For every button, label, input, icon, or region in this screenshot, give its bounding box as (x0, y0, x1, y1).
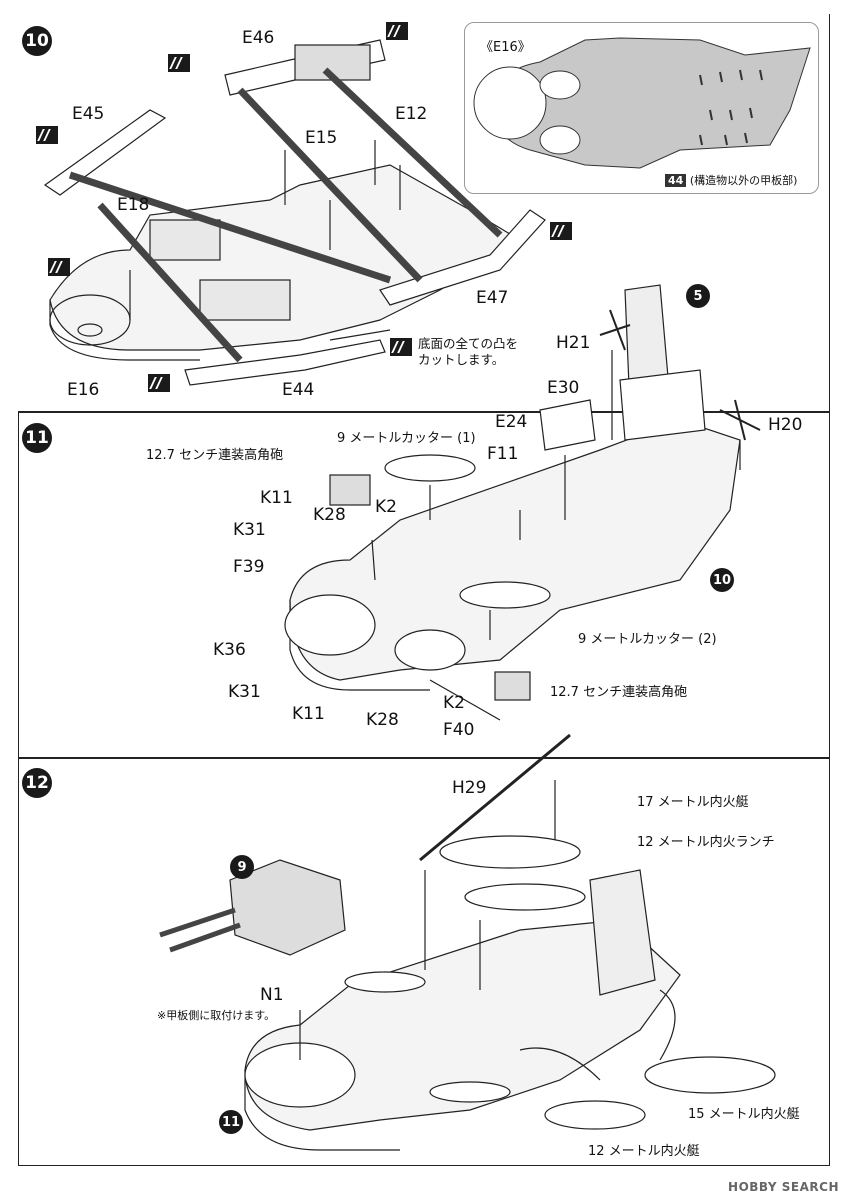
cut-icon (36, 126, 58, 144)
label-k28-a: K28 (313, 505, 346, 525)
label-k31-a: K31 (233, 520, 266, 540)
cut-icon (550, 222, 572, 240)
step-10-diagram (43, 39, 546, 386)
label-e44: E44 (282, 380, 315, 400)
label-k11-b: K11 (292, 704, 325, 724)
label-aa-gun-top: 12.7 センチ連装高角砲 (146, 448, 284, 463)
label-f39: F39 (233, 557, 265, 577)
label-e30: E30 (547, 378, 580, 398)
label-e16: E16 (67, 380, 100, 400)
label-aa-gun-bottom: 12.7 センチ連装高角砲 (550, 685, 688, 700)
step-10-panel (18, 14, 830, 412)
label-k31-b: K31 (228, 682, 261, 702)
label-k28-b: K28 (366, 710, 399, 730)
step-12-diagram (159, 733, 776, 1151)
label-f40: F40 (443, 720, 475, 740)
label-e24: E24 (495, 412, 528, 432)
label-e12: E12 (395, 104, 428, 124)
label-boat-12m: 12 メートル内火艇 (588, 1144, 700, 1159)
label-e45: E45 (72, 104, 105, 124)
ref-step-5: 5 (686, 284, 710, 308)
inset-note-text: (構造物以外の甲板部) (689, 174, 798, 187)
label-boat-17m: 17 メートル内火艇 (637, 795, 749, 810)
label-e46: E46 (242, 28, 275, 48)
cut-icon (386, 22, 408, 40)
label-h29: H29 (452, 778, 487, 798)
step-12-panel (18, 758, 830, 1166)
step-11-panel (18, 412, 830, 758)
cut-icon (48, 258, 70, 276)
inset-e16 (464, 22, 819, 194)
step-number-11: 11 (22, 423, 52, 453)
label-f11: F11 (487, 444, 519, 464)
label-e15: E15 (305, 128, 338, 148)
label-cutter-2: 9 メートルカッター (2) (578, 632, 717, 647)
label-k11-a: K11 (260, 488, 293, 508)
inset-title: 《E16》 (480, 40, 531, 55)
label-k36: K36 (213, 640, 246, 660)
label-n1: N1 (260, 985, 284, 1005)
label-cutter-1: 9 メートルカッター (1) (337, 431, 476, 446)
label-h21: H21 (556, 333, 591, 353)
label-e18: E18 (117, 195, 150, 215)
label-e47: E47 (476, 288, 509, 308)
label-boat-15m: 15 メートル内火艇 (688, 1107, 800, 1122)
watermark: HOBBY SEARCH (728, 1180, 839, 1194)
step-number-12: 12 (22, 768, 52, 798)
label-h20: H20 (768, 415, 803, 435)
cut-icon (168, 54, 190, 72)
label-k2-a: K2 (375, 497, 397, 517)
part-44-badge: 44 (665, 174, 687, 187)
deck-side-note: ※甲板側に取付けます。 (157, 1009, 276, 1022)
cut-icon (390, 338, 412, 356)
label-k2-b: K2 (443, 693, 465, 713)
ref-step-9: 9 (230, 855, 254, 879)
step-number-10: 10 (22, 26, 52, 56)
label-launch-12m: 12 メートル内火ランチ (637, 835, 775, 850)
inset-note: 44 (構造物以外の甲板部) (665, 172, 797, 188)
ref-step-11: 11 (219, 1110, 243, 1134)
cut-icon (148, 374, 170, 392)
inset-e16-deck (473, 37, 811, 169)
step-11-diagram (284, 284, 761, 721)
ref-step-10: 10 (710, 568, 734, 592)
cut-protrusions-note: 底面の全ての凸を カットします。 (418, 336, 519, 367)
